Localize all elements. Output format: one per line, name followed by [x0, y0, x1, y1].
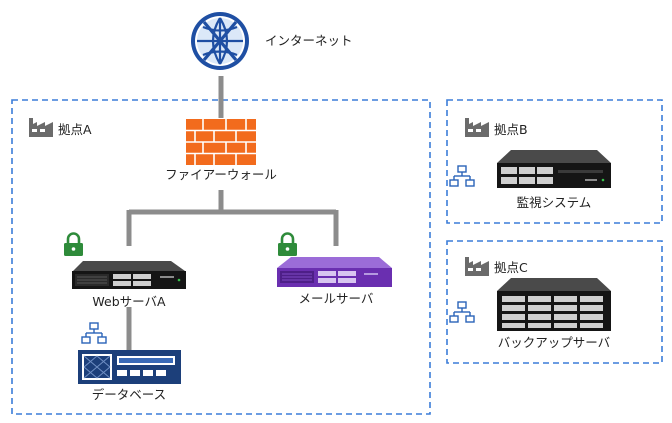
firewall-icon [186, 119, 256, 165]
site-a-label: 拠点A [58, 122, 92, 137]
factory-icon-site-c [465, 257, 489, 276]
site-c-zone [446, 240, 663, 364]
lock-icon-mail-server [278, 232, 297, 256]
site-b-label: 拠点B [494, 122, 528, 137]
monitoring-label: 監視システム [516, 195, 592, 210]
backup-label: バックアップサーバ [497, 335, 611, 350]
globe-icon [191, 12, 249, 70]
site-c-label: 拠点C [494, 260, 528, 275]
backup-server-icon [497, 278, 611, 331]
lock-icon-web-server [64, 232, 83, 256]
web-server-icon [72, 261, 186, 289]
network-links [126, 76, 339, 350]
mail-server-icon [277, 257, 392, 287]
mail-server-label: メールサーバ [298, 291, 374, 306]
network-icon-monitoring [449, 165, 475, 187]
factory-icon-site-a [29, 118, 53, 137]
monitoring-server-icon [497, 150, 611, 188]
database-label: データベース [91, 387, 167, 402]
network-icon-backup [449, 301, 475, 323]
firewall-label: ファイアーウォール [165, 167, 277, 182]
database-icon [78, 350, 181, 384]
web-server-label: WebサーバA [92, 294, 166, 309]
factory-icon-site-b [465, 118, 489, 137]
site-a-zone [11, 99, 431, 415]
site-b-zone [446, 99, 663, 224]
network-icon-database [81, 322, 107, 344]
internet-label: インターネット [265, 33, 353, 48]
